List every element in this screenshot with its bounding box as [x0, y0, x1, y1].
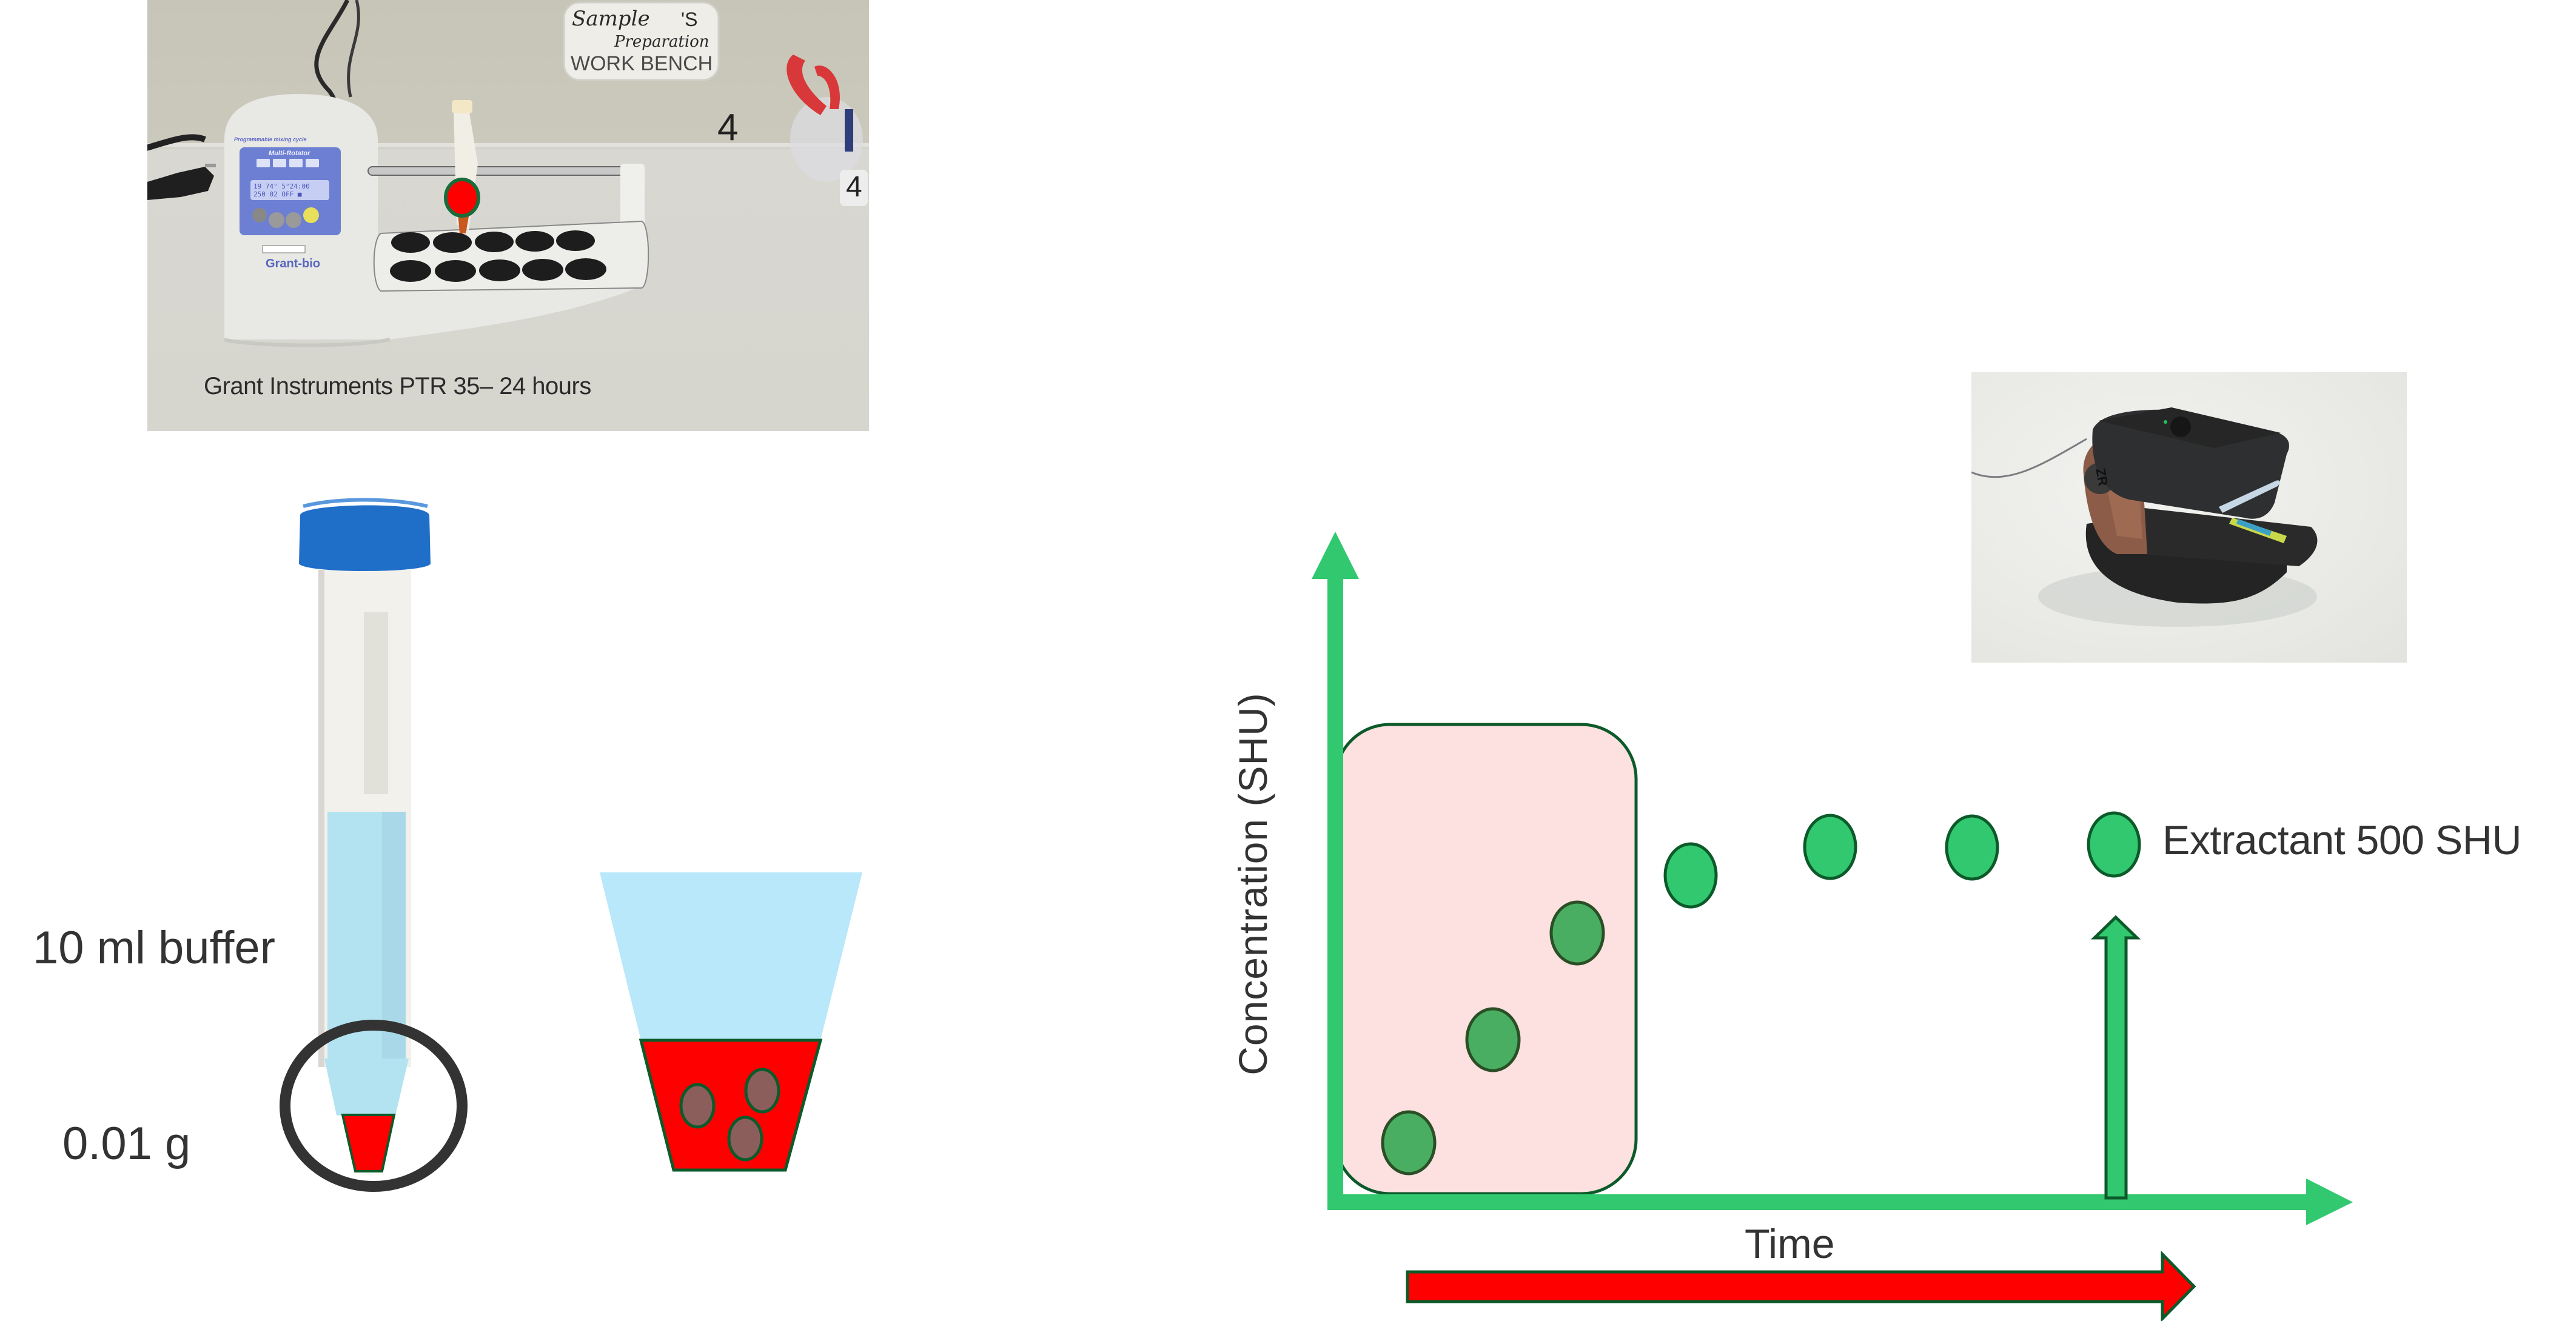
y-axis-arrow: [1312, 532, 1359, 1210]
beaker-diagram: [600, 872, 862, 1172]
particle: [727, 1115, 763, 1162]
reader-device-photo: ZR: [1971, 372, 2407, 663]
measurement-up-arrow: [2090, 915, 2141, 1200]
device-lcd-line2: 250 02 OFF ■: [253, 190, 302, 198]
rotator-photo-illustration: [147, 0, 869, 347]
endpoint-label: Extractant 500 SHU: [2162, 817, 2521, 863]
rotator-photo: Sample 'S Preparation WORK BENCH 4 4 Pro…: [147, 0, 869, 431]
device-title: Multi-Rotator: [269, 150, 310, 157]
falcon-tube: [299, 498, 431, 1172]
device-subtitle: Programmable mixing cycle: [234, 136, 307, 142]
particle: [679, 1083, 716, 1129]
data-point-5: [1803, 814, 1857, 880]
data-point-4: [1663, 842, 1718, 909]
tube-diagram: [280, 498, 468, 1192]
data-point-1: [1381, 1110, 1437, 1176]
data-point-3: [1549, 900, 1605, 966]
device-lcd-line1: 19 74° 5°24:00: [253, 182, 310, 190]
x-axis-arrow: [1329, 1179, 2353, 1225]
sample-marker: [444, 178, 480, 218]
y-axis-label: Concentration (SHU): [1230, 692, 1275, 1075]
device-brand: Grant-bio: [266, 257, 320, 270]
beaker-liquid: [600, 872, 862, 1040]
time-arrow: [1406, 1250, 2196, 1321]
sign-text-preparation: Preparation: [614, 33, 709, 51]
data-point-2: [1465, 1007, 1521, 1072]
work-bench-sign: [563, 1, 720, 81]
tube-rack: [367, 164, 649, 292]
sign-text-s: 'S: [681, 8, 698, 30]
sign-text-work-bench: WORK BENCH: [571, 52, 713, 75]
beaker-sediment: [639, 1038, 823, 1172]
sign-text-sample: Sample: [572, 7, 650, 31]
rotator-caption: Grant Instruments PTR 35– 24 hours: [204, 373, 591, 400]
particle: [744, 1068, 780, 1114]
buffer-label: 10 ml buffer: [33, 922, 275, 974]
data-point-7: [2087, 811, 2141, 878]
data-point-6: [1945, 814, 1999, 881]
bench-number: 4: [717, 107, 739, 149]
sample-mass-label: 0.01 g: [62, 1118, 191, 1169]
highlight-ring: [280, 1020, 468, 1192]
x-axis-label: Time: [1745, 1221, 1835, 1267]
reader-device-illustration: [1971, 407, 2318, 627]
cup-number: 4: [846, 171, 862, 203]
